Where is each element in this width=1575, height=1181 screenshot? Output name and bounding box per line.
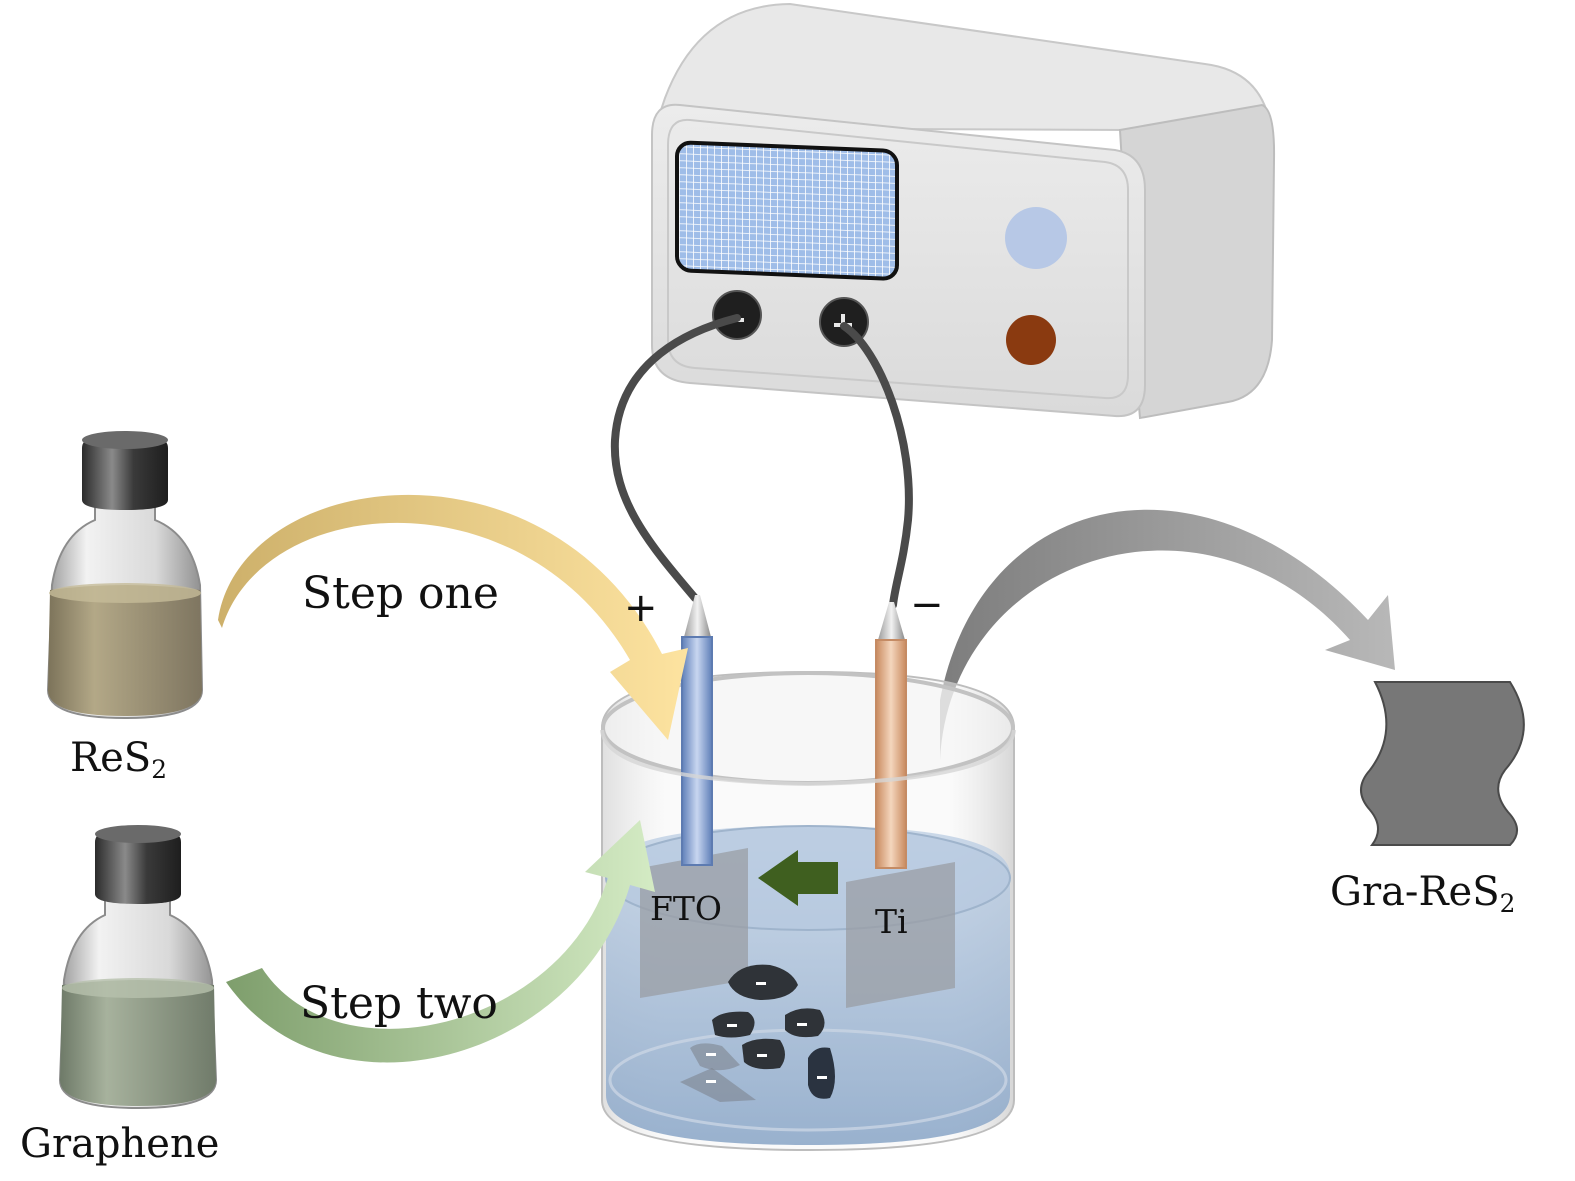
fto-label: FTO xyxy=(650,889,722,928)
plus-sign: + xyxy=(624,585,658,631)
step-one-label: Step one xyxy=(302,568,499,619)
knob-brown-icon[interactable] xyxy=(1006,315,1056,365)
step-two-arrow xyxy=(226,820,655,1063)
wire-cathode xyxy=(840,322,913,609)
knob-blue-icon[interactable] xyxy=(1005,207,1067,269)
minus-sign: − xyxy=(910,582,944,628)
ti-plate xyxy=(846,862,955,1008)
graphene-flakes xyxy=(680,964,835,1102)
fto-plate xyxy=(640,848,748,998)
step-two-label: Step two xyxy=(300,978,498,1029)
cathode-electrode-icon xyxy=(875,602,907,869)
display-screen xyxy=(675,140,899,281)
current-direction-arrow xyxy=(758,850,838,906)
graphene-label: Graphene xyxy=(20,1121,220,1167)
graphene-bottle-icon xyxy=(58,825,218,1110)
res2-label: ReS2 xyxy=(70,735,167,784)
anode-electrode-icon xyxy=(681,595,713,866)
wire-anode xyxy=(610,314,741,602)
step-one-arrow xyxy=(218,494,688,740)
transfer-arrow xyxy=(940,509,1395,760)
ti-label: Ti xyxy=(875,902,908,941)
product-label: Gra-ReS2 xyxy=(1330,869,1516,918)
film-sheet-icon xyxy=(1360,681,1525,846)
res2-bottle-icon xyxy=(46,431,204,720)
